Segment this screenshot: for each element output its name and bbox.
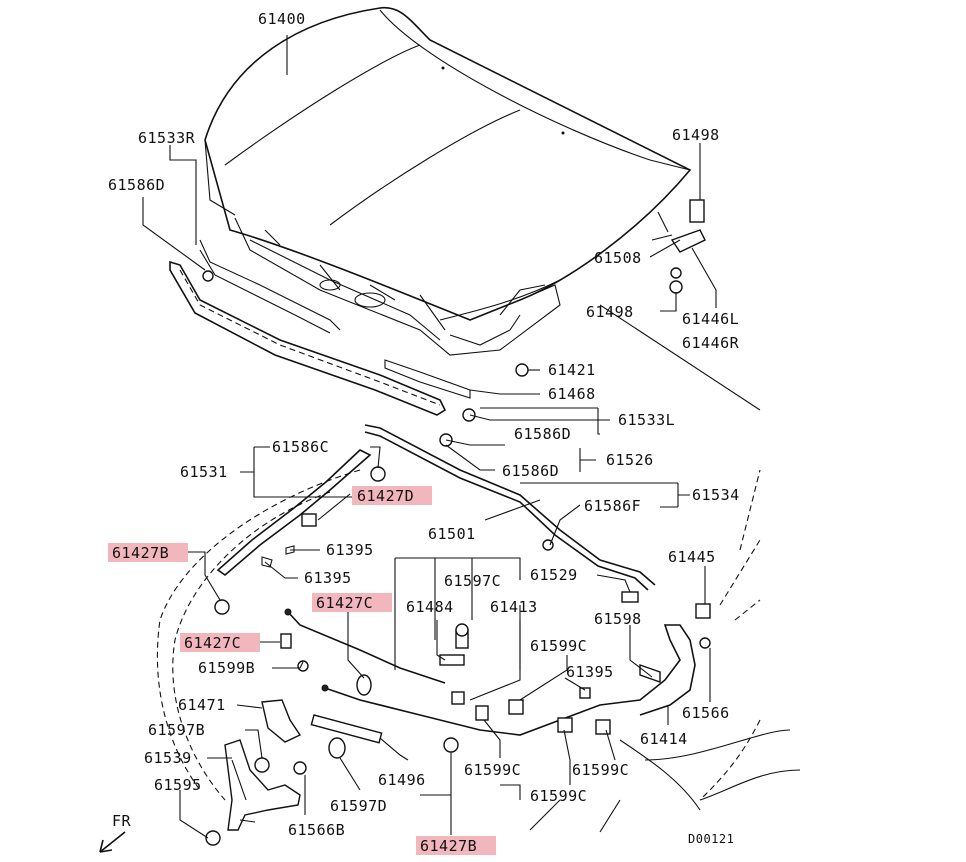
hood-hinge [651, 199, 706, 294]
part-label: 61496 [378, 771, 426, 789]
part-label: 61395 [326, 541, 374, 559]
part-label: 61446R [682, 334, 740, 352]
part-labels: 61400 61533R 61586D 61498 61508 61498 61… [108, 10, 740, 855]
part-label: 61421 [548, 361, 596, 379]
bumper-stop [515, 363, 529, 377]
part-label: 61598 [594, 610, 642, 628]
diagram-code: D00121 [688, 832, 734, 846]
part-label: 61597B [148, 721, 205, 739]
part-label: 61446L [682, 310, 739, 328]
part-label: 61599B [198, 659, 255, 677]
part-label: 61498 [672, 126, 720, 144]
part-label: 61599C [530, 637, 587, 655]
part-label: 61539 [144, 749, 192, 767]
part-label: 61597D [330, 797, 387, 815]
part-label: 61395 [304, 569, 352, 587]
part-label: 61599C [572, 761, 629, 779]
part-label: 61566B [288, 821, 345, 839]
part-label: 61599C [464, 761, 521, 779]
part-label: 61427B [112, 544, 169, 562]
part-label: 61468 [548, 385, 596, 403]
part-label: 61501 [428, 525, 476, 543]
part-label: 61599C [530, 787, 587, 805]
front-seal-strip [169, 239, 471, 416]
part-label: 61533R [138, 129, 196, 147]
part-label: 61595 [154, 776, 202, 794]
part-label: 61586D [502, 462, 559, 480]
highlight-boxes [108, 486, 496, 855]
part-label: 61531 [180, 463, 228, 481]
part-label: 61586F [584, 497, 641, 515]
part-label: 61534 [692, 486, 740, 504]
part-label: 61597C [444, 572, 501, 590]
part-label: 61508 [594, 249, 642, 267]
part-label: 61586D [514, 425, 571, 443]
part-label: 61498 [586, 303, 634, 321]
part-label: 61413 [490, 598, 538, 616]
direction-label: FR [112, 812, 132, 830]
body-outline [156, 304, 801, 833]
part-label: 61427C [184, 634, 241, 652]
part-label: 61586D [108, 176, 165, 194]
part-label: 61471 [178, 696, 226, 714]
part-label: 61400 [258, 10, 306, 28]
part-label: 61427B [420, 837, 477, 855]
part-label: 61395 [566, 663, 614, 681]
part-label: 61566 [682, 704, 730, 722]
part-label: 61445 [668, 548, 716, 566]
hood-cable [364, 424, 656, 603]
hood-panel [204, 6, 692, 321]
part-label: 61533L [618, 411, 675, 429]
seal-clips [439, 408, 476, 447]
part-label: 61529 [530, 566, 578, 584]
part-label: 61414 [640, 730, 688, 748]
hood-lock-assembly [205, 599, 459, 846]
part-label: 61586C [272, 438, 329, 456]
part-label: 61526 [606, 451, 654, 469]
part-label: 61427D [357, 487, 414, 505]
front-direction-arrow-icon [99, 831, 126, 853]
latch-release-cable [284, 603, 711, 736]
part-label: 61484 [406, 598, 454, 616]
part-label: 61427C [316, 594, 373, 612]
hood-inner-frame [234, 217, 561, 356]
leader-lines [142, 35, 717, 839]
